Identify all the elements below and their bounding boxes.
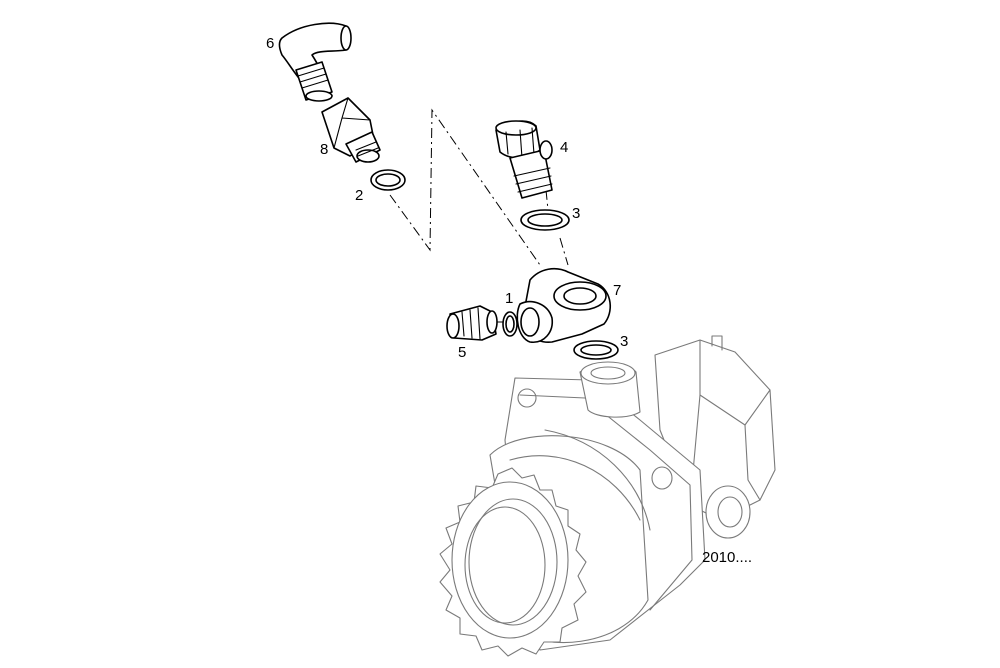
part-3-washer-upper [520,209,570,231]
part-5-screw-plug [446,305,498,341]
callout-1: 1 [505,290,514,307]
part-2-o-ring [370,169,406,191]
pump-body [439,335,776,657]
callout-3-upper: 3 [572,205,581,222]
part-1-o-ring [502,311,518,337]
callout-7: 7 [613,282,622,299]
part-3-washer-lower [573,340,619,360]
part-4-banjo-bolt [495,120,553,199]
callout-2: 2 [355,187,364,204]
callout-4: 4 [560,139,569,156]
version-note: 2010.... [702,549,753,566]
part-8-union [321,97,381,163]
part-7-banjo-fitting [516,267,611,343]
callout-5: 5 [458,344,467,361]
callout-6: 6 [266,35,275,52]
callout-8: 8 [320,141,329,158]
callout-3-lower: 3 [620,333,629,350]
part-6-elbow-hose [278,22,352,102]
